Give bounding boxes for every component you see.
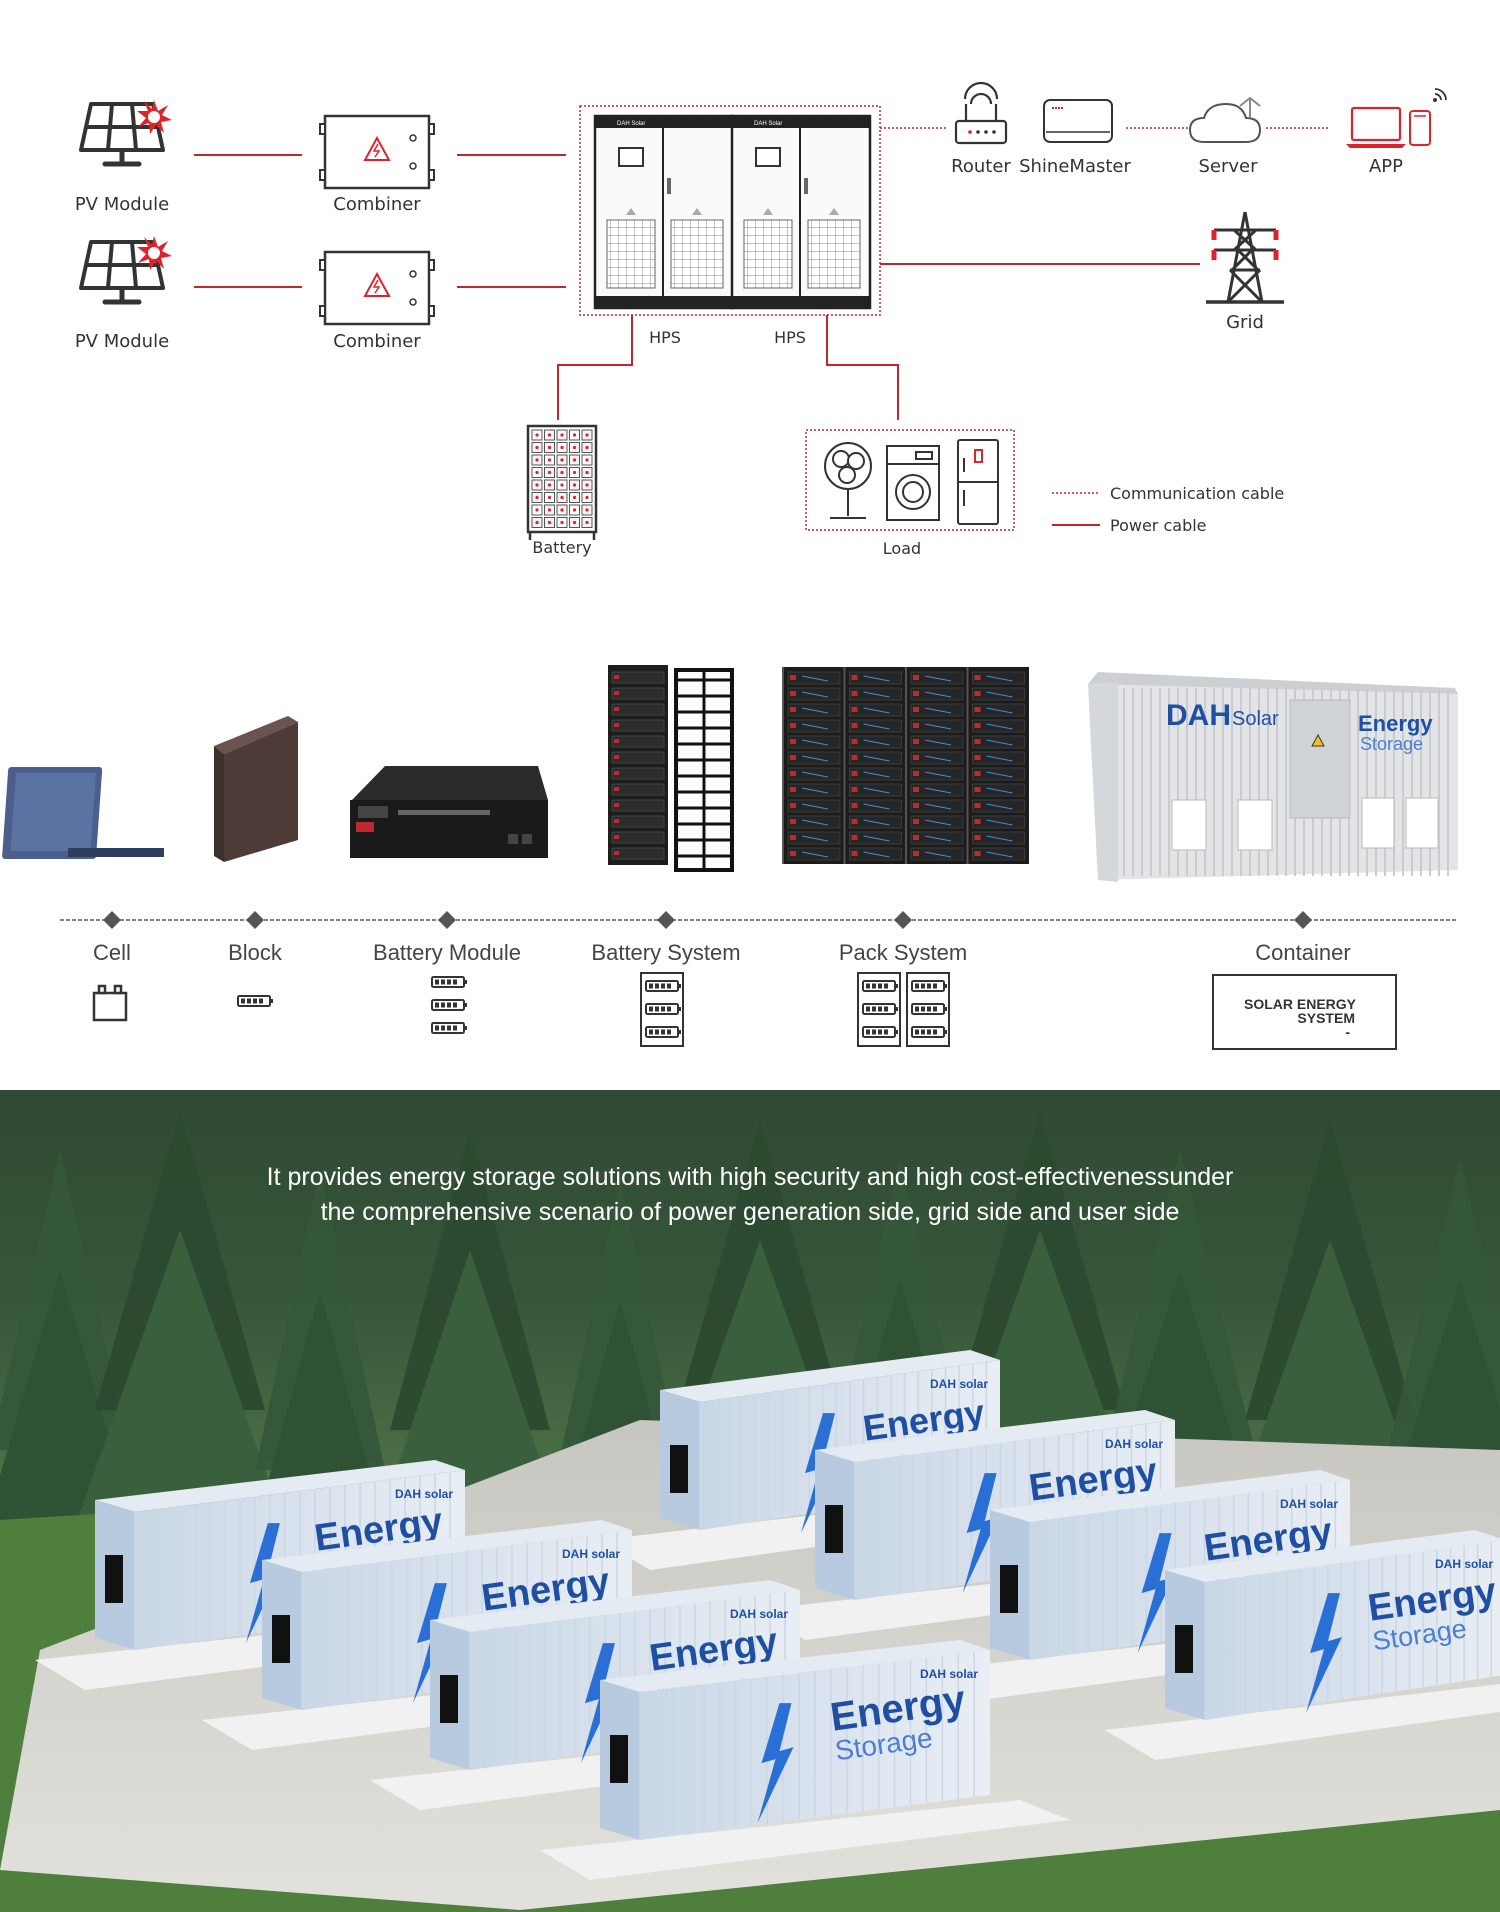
stage-marker bbox=[657, 911, 675, 929]
hps-label-2: HPS bbox=[774, 328, 806, 347]
system-diagram: DAH Solar PV Module PV Module bbox=[2, 81, 1458, 1050]
pylon-icon bbox=[1206, 211, 1284, 304]
combiner-label: Combiner bbox=[333, 194, 421, 215]
container-product-line2: Storage bbox=[1360, 734, 1423, 754]
shinemaster-icon bbox=[1043, 99, 1113, 143]
system-box-dash: - bbox=[1345, 1024, 1350, 1040]
app: APP bbox=[1346, 88, 1447, 177]
stage-label: Cell bbox=[93, 940, 131, 965]
fan-icon bbox=[824, 442, 872, 519]
fridge-icon bbox=[957, 439, 999, 525]
container-logo-text: DAH solar bbox=[920, 1667, 978, 1681]
container-logo: DAH bbox=[1166, 699, 1231, 732]
router-label: Router bbox=[951, 156, 1011, 177]
pack-system-icon bbox=[857, 972, 950, 1047]
laptop-icon bbox=[1346, 106, 1406, 148]
block-product bbox=[214, 716, 298, 862]
stage-label: Container bbox=[1255, 940, 1350, 965]
pv-module-label: PV Module bbox=[75, 194, 169, 215]
hps-cabinets: HPS HPS bbox=[593, 114, 872, 347]
load-label: Load bbox=[883, 539, 921, 558]
container-logo-text: DAH solar bbox=[562, 1547, 620, 1561]
app-label: APP bbox=[1369, 156, 1403, 177]
washer-icon bbox=[886, 445, 940, 521]
shinemaster: ShineMaster bbox=[1019, 99, 1131, 177]
hps-cabinet-2 bbox=[730, 114, 872, 310]
server: Server bbox=[1188, 96, 1262, 177]
system-box-line1: SOLAR ENERGY bbox=[1244, 996, 1357, 1012]
grid-label: Grid bbox=[1226, 312, 1264, 333]
cloud-upload-icon bbox=[1188, 96, 1262, 143]
combiner-2: Combiner bbox=[318, 250, 436, 352]
stage-label: Block bbox=[228, 940, 283, 965]
stage-marker bbox=[246, 911, 264, 929]
solar-energy-system-box: SOLAR ENERGY SYSTEM - bbox=[1212, 974, 1397, 1050]
system-box-line2: SYSTEM bbox=[1297, 1010, 1355, 1026]
battery-system-product bbox=[608, 665, 734, 872]
cell-icon bbox=[92, 984, 128, 1022]
container-logo-text: DAH solar bbox=[1105, 1437, 1163, 1451]
stage-labels: Cell Block Battery Module Battery System Pac… bbox=[93, 940, 1351, 965]
hps-cabinet-1 bbox=[593, 114, 735, 310]
battery-rack-icon bbox=[526, 424, 598, 540]
stage-markers bbox=[103, 911, 1312, 929]
container-product: DAH Solar Energy Storage bbox=[1088, 672, 1458, 882]
grid: Grid bbox=[1206, 211, 1284, 333]
combiner-1: Combiner bbox=[318, 114, 436, 215]
stage-label: Battery Module bbox=[373, 940, 521, 965]
container-logo-suffix: Solar bbox=[1232, 708, 1279, 730]
legend-comm-label: Communication cable bbox=[1110, 484, 1284, 503]
pv-module-label: PV Module bbox=[75, 331, 169, 352]
stage-label: Pack System bbox=[839, 940, 967, 965]
load: Load bbox=[824, 439, 999, 558]
container-logo-text: DAH solar bbox=[730, 1607, 788, 1621]
router-icon bbox=[954, 81, 1008, 145]
container-logo-text: DAH solar bbox=[1280, 1497, 1338, 1511]
combiner-box-icon bbox=[318, 250, 436, 326]
communication-cables bbox=[579, 105, 1328, 531]
shinemaster-label: ShineMaster bbox=[1019, 156, 1131, 177]
router: Router bbox=[951, 81, 1011, 177]
combiner-box-icon bbox=[318, 114, 436, 190]
phone-icon bbox=[1409, 110, 1431, 146]
battery-label: Battery bbox=[532, 538, 591, 557]
pack-system-product bbox=[782, 667, 1029, 864]
power-cables bbox=[194, 154, 1200, 420]
battery-module-icon bbox=[431, 976, 468, 1034]
cell-product bbox=[2, 767, 164, 859]
battery-system-icon bbox=[640, 972, 684, 1047]
combiner-label: Combiner bbox=[333, 331, 421, 352]
scene-caption: It provides energy storage solutions wit… bbox=[266, 1163, 1234, 1226]
legend: Communication cable Power cable bbox=[1052, 484, 1284, 535]
battery-icon bbox=[237, 995, 274, 1007]
stage-label: Battery System bbox=[591, 940, 740, 965]
container-product-line1: Energy bbox=[1358, 711, 1433, 736]
stage-marker bbox=[1294, 911, 1312, 929]
battery-module-product bbox=[350, 766, 548, 858]
battery: Battery bbox=[526, 424, 598, 557]
wifi-icon bbox=[1433, 88, 1447, 102]
pv-module-1: PV Module bbox=[75, 100, 172, 215]
pv-module-2: PV Module bbox=[75, 236, 172, 352]
legend-power-label: Power cable bbox=[1110, 516, 1207, 535]
stage-marker bbox=[438, 911, 456, 929]
container-logo-text: DAH solar bbox=[1435, 1557, 1493, 1571]
server-label: Server bbox=[1198, 156, 1258, 177]
stage-marker bbox=[103, 911, 121, 929]
container-logo-text: DAH solar bbox=[395, 1487, 453, 1501]
container-logo-text: DAH solar bbox=[930, 1377, 988, 1391]
stage-marker bbox=[894, 911, 912, 929]
hps-label-1: HPS bbox=[649, 328, 681, 347]
